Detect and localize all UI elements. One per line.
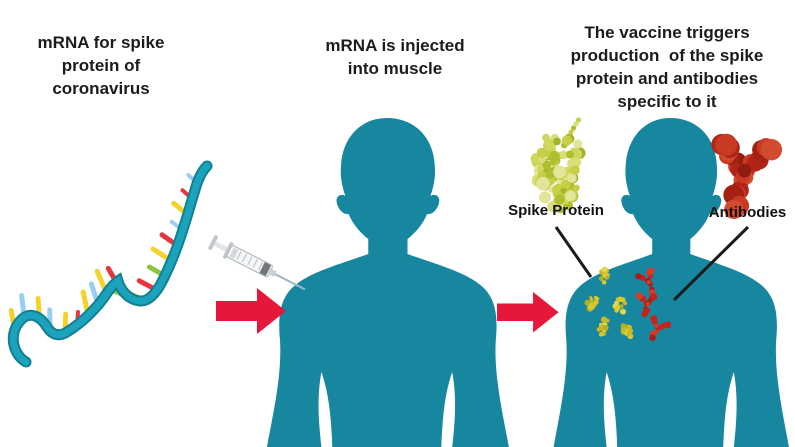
spike-protein-molecule	[530, 117, 586, 214]
flow-arrow-2	[497, 292, 559, 333]
label-spike-protein: Spike Protein	[508, 202, 604, 219]
caption-line: into muscle	[347, 59, 443, 78]
caption-line: coronavirus	[52, 79, 150, 98]
syringe-icon	[208, 235, 306, 291]
rna-rung	[88, 281, 100, 304]
rna-rung	[80, 289, 90, 315]
caption-injection: mRNA is injected into muscle	[285, 34, 505, 80]
flow-arrow-1	[216, 288, 286, 334]
syringe-band	[259, 262, 272, 277]
caption-line: mRNA is injected	[325, 36, 465, 55]
syringe-flange	[222, 241, 234, 259]
caption-line: protein of	[61, 56, 141, 75]
rna-ribbon-shadow	[7, 160, 213, 368]
caption-line: specific to it	[617, 92, 717, 111]
rna-rung	[159, 232, 177, 246]
rna-rung	[94, 268, 108, 293]
syringe-thumb-rest	[208, 235, 219, 251]
caption-mrna: mRNA for spike protein of coronavirus	[18, 31, 184, 100]
caption-line: The vaccine triggers	[584, 23, 750, 42]
caption-line: production of the spike	[570, 46, 764, 65]
antibody-molecule	[711, 133, 783, 220]
syringe-graduations	[236, 251, 264, 271]
syringe-needle	[275, 273, 306, 291]
rna-ribbon	[9, 162, 211, 366]
mrna-strand	[7, 160, 213, 368]
rna-rung	[150, 246, 171, 262]
caption-response: The vaccine triggers production of the s…	[540, 21, 794, 113]
label-antibodies: Antibodies	[708, 204, 787, 221]
produced-particles	[584, 266, 672, 342]
rna-rung	[171, 200, 187, 215]
rna-rung	[105, 265, 117, 282]
syringe-plunger	[213, 241, 229, 253]
human-figure-injection	[266, 118, 509, 447]
antibody-pointer-line	[672, 225, 750, 302]
rna-rung	[136, 278, 156, 291]
spike-pointer-line	[554, 226, 593, 278]
syringe-hub	[266, 268, 277, 277]
rna-rung	[19, 293, 27, 316]
caption-line: protein and antibodies	[575, 69, 759, 88]
caption-line: mRNA for spike	[37, 33, 165, 52]
rna-rung	[146, 264, 164, 277]
syringe-stopper	[229, 247, 239, 259]
